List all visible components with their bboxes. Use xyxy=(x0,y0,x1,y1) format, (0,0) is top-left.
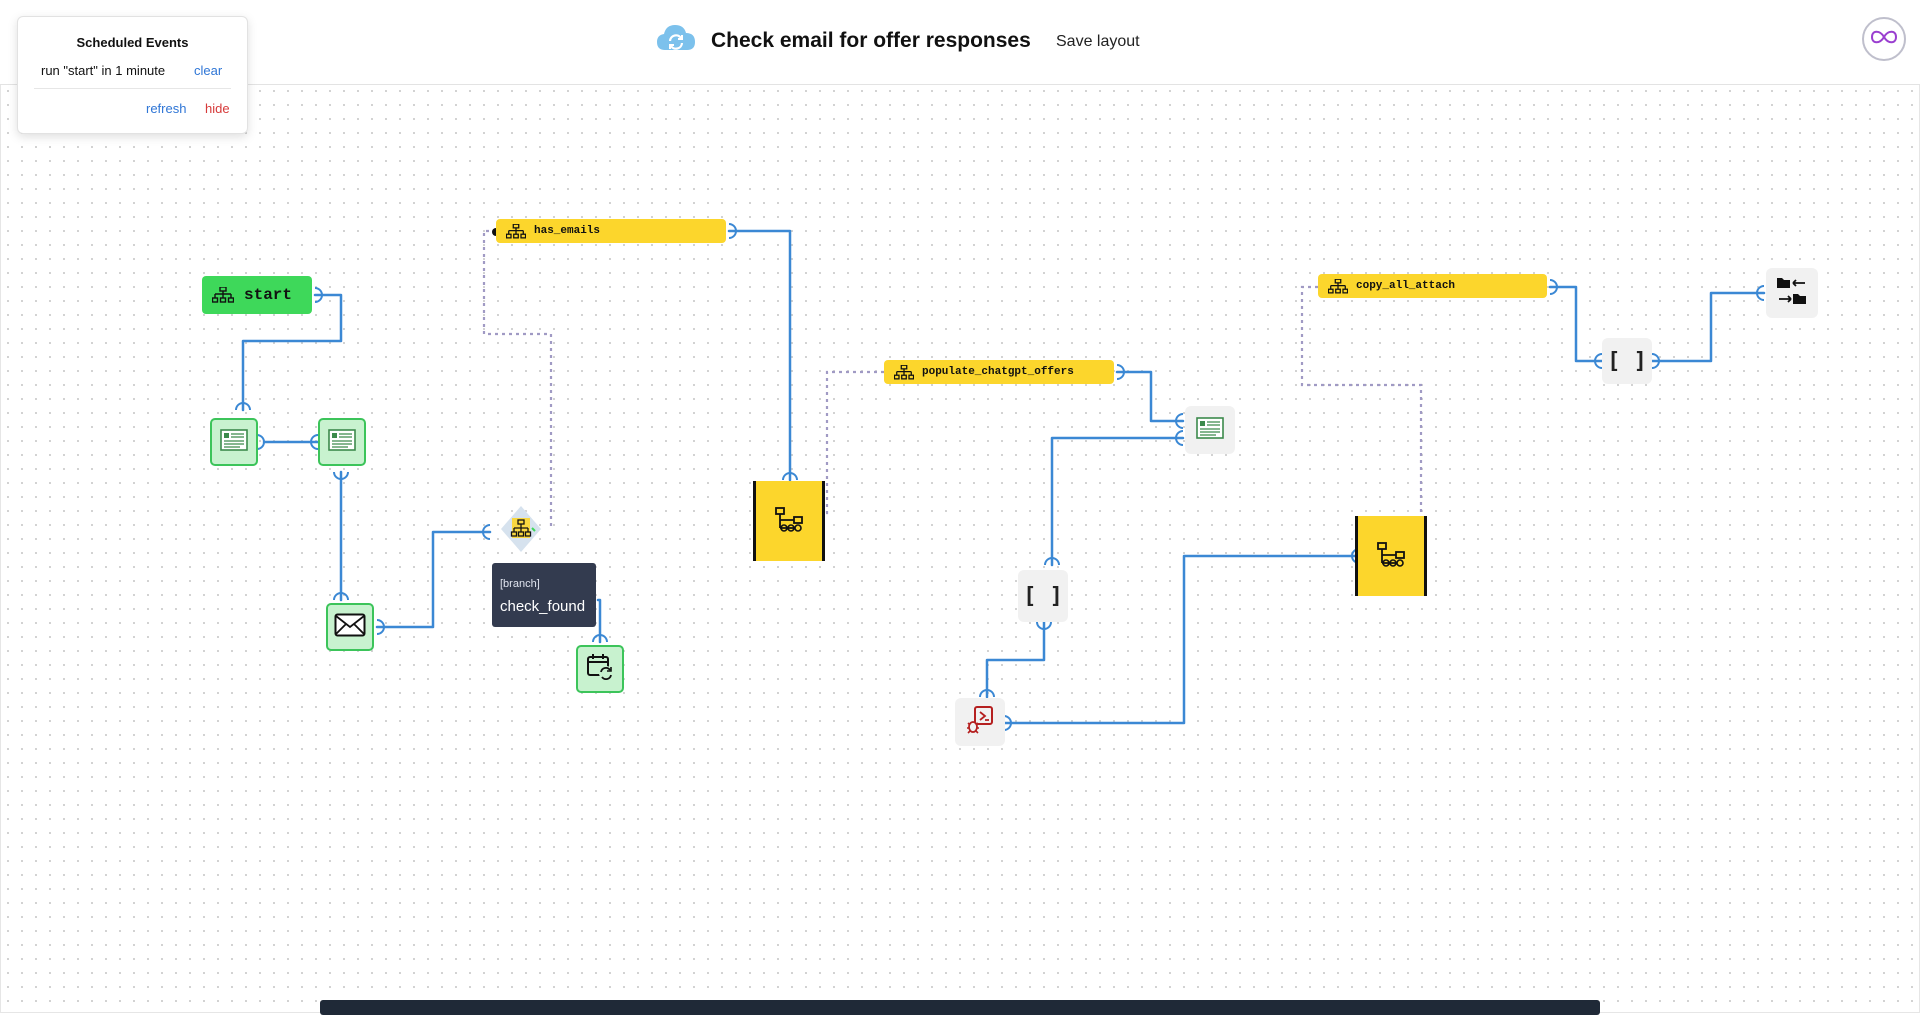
edge-file3-to-bracket1 xyxy=(1050,436,1185,567)
tooltip-kind: [branch] xyxy=(500,578,540,590)
refresh-link[interactable]: refresh xyxy=(146,101,187,116)
avatar[interactable] xyxy=(1862,17,1906,61)
node-file-read-3[interactable] xyxy=(1185,406,1235,454)
clear-event-link[interactable]: clear xyxy=(194,63,223,78)
brackets-icon: [ ] xyxy=(1023,583,1063,609)
hierarchy-icon xyxy=(894,364,914,380)
scheduled-events-panel: Scheduled Events run "start" in 1 minute… xyxy=(17,16,248,134)
node-array-1[interactable]: [ ] xyxy=(1018,570,1068,622)
node-copy-all-attach[interactable]: copy_all_attach xyxy=(1318,274,1547,298)
scheduled-events-title: Scheduled Events xyxy=(76,35,189,50)
node-populate-label: populate_chatgpt_offers xyxy=(922,366,1074,378)
document-icon xyxy=(328,428,356,456)
branch-tooltip: [branch] check_found xyxy=(492,563,596,627)
infinity-icon xyxy=(1869,29,1899,50)
tooltip-name: check_found xyxy=(500,598,586,615)
node-has-emails-label: has_emails xyxy=(534,225,601,237)
edge-start-to-file1 xyxy=(241,293,343,412)
header: Check email for offer responses Save lay… xyxy=(0,0,1920,85)
folder-copy-icon xyxy=(1775,274,1809,313)
bug-icon xyxy=(964,704,996,741)
branch-diamond-icon xyxy=(501,506,541,552)
hierarchy-icon xyxy=(774,506,804,537)
envelope-icon xyxy=(334,613,366,642)
hierarchy-icon xyxy=(1376,541,1406,572)
hierarchy-icon xyxy=(212,287,234,303)
node-start-label: start xyxy=(244,286,293,304)
node-copy-label: copy_all_attach xyxy=(1356,280,1456,292)
cloud-sync-icon xyxy=(655,22,697,59)
document-icon xyxy=(220,428,248,456)
node-junction-2[interactable] xyxy=(1355,516,1427,596)
node-has-emails[interactable]: has_emails xyxy=(496,219,726,243)
node-file-read-2[interactable] xyxy=(318,418,366,466)
edge-dotted-populate xyxy=(815,370,884,515)
node-array-2[interactable]: [ ] xyxy=(1602,338,1652,384)
flow-canvas[interactable] xyxy=(0,84,1920,1013)
edge-email-to-branch xyxy=(375,530,492,629)
edge-bracket2-to-folder xyxy=(1650,291,1766,363)
document-icon xyxy=(1196,416,1224,444)
horizontal-scrollbar[interactable] xyxy=(320,1000,1600,1015)
node-scheduler[interactable] xyxy=(576,645,624,693)
title-group: Check email for offer responses xyxy=(655,22,1031,59)
panel-divider xyxy=(34,88,231,89)
brackets-icon: [ ] xyxy=(1607,348,1647,374)
node-start[interactable]: start xyxy=(202,276,312,314)
page-title: Check email for offer responses xyxy=(711,28,1031,52)
calendar-sync-icon xyxy=(585,652,615,687)
hierarchy-icon xyxy=(1328,278,1348,294)
node-email[interactable] xyxy=(326,603,374,651)
scheduled-event-text: run "start" in 1 minute xyxy=(41,63,166,78)
edge-bracket1-to-bug xyxy=(985,620,1046,699)
node-debug[interactable] xyxy=(955,698,1005,746)
edge-populate-to-file3 xyxy=(1115,370,1185,423)
node-junction-1[interactable] xyxy=(753,481,825,561)
node-file-read-1[interactable] xyxy=(210,418,258,466)
edge-copy-to-bracket2 xyxy=(1548,285,1604,363)
hide-link[interactable]: hide xyxy=(205,101,230,116)
node-copy-files[interactable] xyxy=(1766,268,1818,318)
node-populate-chatgpt-offers[interactable]: populate_chatgpt_offers xyxy=(884,360,1114,384)
edge-dotted-has-emails xyxy=(482,229,553,526)
save-layout-button[interactable]: Save layout xyxy=(1056,33,1140,50)
node-branch-check-found[interactable] xyxy=(499,504,543,554)
edge-has-emails-to-yellow1 xyxy=(727,229,792,482)
edge-bug-to-yellow2 xyxy=(1002,554,1361,725)
edge-branch-to-scheduler xyxy=(596,598,602,644)
hierarchy-icon xyxy=(506,223,526,239)
edge-dotted-copy xyxy=(1300,285,1423,556)
